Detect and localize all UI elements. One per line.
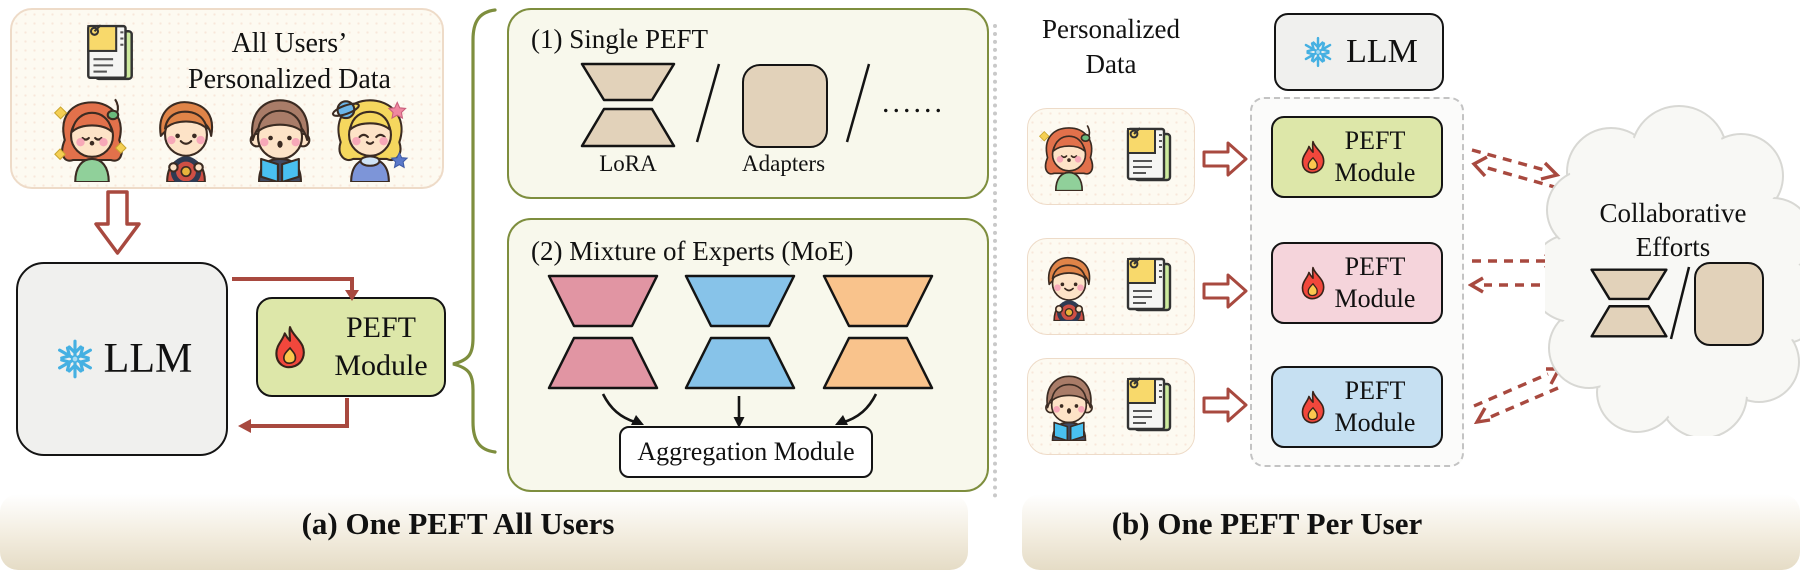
peft-module-box-user2: PEFT Module	[1271, 242, 1443, 324]
llm-box-b: LLM	[1274, 13, 1444, 91]
band-a	[0, 494, 968, 570]
slash-divider	[845, 63, 871, 143]
expert-lora-blue-icon	[684, 274, 796, 390]
peft-module-label: PEFT Module	[1335, 251, 1416, 315]
peft-module-label: PEFT Module	[1335, 375, 1416, 439]
personalized-data-line2: Data	[1085, 49, 1137, 79]
peft-module-box-user1: PEFT Module	[1271, 116, 1443, 198]
flame-icon	[275, 326, 305, 369]
down-arrow-icon	[94, 190, 141, 255]
document-icon	[1126, 126, 1172, 182]
moe-panel: (2) Mixture of Experts (MoE) Aggregation…	[507, 218, 989, 492]
cloud-title: Collaborative Efforts	[1573, 196, 1773, 264]
peft-line1: PEFT	[1344, 376, 1406, 405]
document-icon	[1126, 256, 1172, 312]
llm-box-a: LLM	[16, 262, 228, 456]
peft-line1: PEFT	[345, 311, 417, 344]
right-arrow-icon	[1202, 273, 1248, 309]
data-box-title: All Users’ Personalized Data	[147, 26, 432, 98]
aggregation-module-box: Aggregation Module	[619, 426, 873, 478]
caption-b: (b) One PEFT Per User	[1111, 506, 1423, 541]
peft-line2: Module	[1334, 408, 1416, 437]
panel-divider	[993, 24, 997, 498]
lora-shape-icon	[580, 62, 676, 148]
aggregation-label: Aggregation Module	[637, 437, 855, 466]
adapters-label: Adapters	[742, 151, 826, 176]
curly-brace	[452, 8, 497, 454]
document-icon	[87, 24, 133, 81]
snowflake-icon	[54, 339, 95, 379]
flame-icon	[1301, 266, 1325, 300]
single-peft-panel: (1) Single PEFT LoRA Adapters ......	[507, 8, 989, 199]
peft-module-box-a: PEFT Module	[256, 297, 446, 397]
flame-icon	[1301, 140, 1325, 174]
lora-shape-icon	[1590, 268, 1668, 338]
peft-line2: Module	[1334, 158, 1416, 187]
lora-label: LoRA	[599, 151, 657, 176]
cloud-title-line1: Collaborative	[1599, 198, 1747, 228]
slash-divider	[695, 63, 721, 143]
expert-lora-pink-icon	[547, 274, 659, 390]
adapter-shape-icon	[1694, 262, 1764, 346]
avatar-boy-driver-icon	[1036, 251, 1102, 321]
peft-line2: Module	[1334, 284, 1416, 313]
peft-line1: PEFT	[1344, 126, 1406, 155]
user-data-box-2	[1027, 238, 1195, 335]
avatar-girl-music-icon	[53, 98, 127, 182]
band-b	[1022, 494, 1800, 570]
peft-line1: PEFT	[1344, 252, 1406, 281]
peft-line2: Module	[334, 349, 428, 382]
all-users-data-box: All Users’ Personalized Data	[10, 8, 444, 189]
avatar-girl-planet-icon	[331, 99, 409, 182]
expert-lora-orange-icon	[822, 274, 934, 390]
right-arrow-icon	[1202, 387, 1248, 423]
single-peft-title: (1) Single PEFT	[531, 24, 709, 54]
personalized-data-title: Personalized Data	[1028, 12, 1194, 82]
peft-module-box-user3: PEFT Module	[1271, 366, 1443, 448]
caption-a: (a) One PEFT All Users	[301, 506, 615, 541]
llm-label-b: LLM	[1346, 33, 1418, 70]
llm-label-a: LLM	[103, 336, 193, 382]
right-arrow-icon	[1202, 141, 1248, 177]
user-data-box-3	[1027, 358, 1195, 455]
user-data-box-1	[1027, 108, 1195, 205]
snowflake-icon	[1302, 36, 1334, 68]
data-box-title-line1: All Users’	[231, 28, 348, 59]
document-icon	[1126, 376, 1172, 432]
ellipsis-more: ......	[882, 86, 945, 119]
peft-module-label-a: PEFT Module	[318, 309, 444, 385]
collab-arrows-1	[1471, 148, 1561, 190]
avatar-boy-driver-icon	[159, 101, 214, 182]
slash-divider	[1669, 266, 1691, 340]
llm-peft-arrows	[232, 277, 359, 433]
personalized-data-line1: Personalized	[1042, 14, 1180, 44]
peft-module-label: PEFT Module	[1335, 125, 1416, 189]
moe-title: (2) Mixture of Experts (MoE)	[531, 236, 854, 266]
cloud-title-line2: Efforts	[1635, 232, 1711, 262]
avatar-girl-music-icon	[1038, 124, 1094, 191]
expert-to-aggregation-arrows	[601, 393, 878, 428]
avatar-boy-reader-icon	[249, 99, 311, 182]
data-box-title-line2: Personalized Data	[188, 64, 391, 95]
adapter-shape-icon	[742, 64, 828, 148]
avatar-boy-reader-icon	[1045, 375, 1093, 441]
flame-icon	[1301, 390, 1325, 424]
